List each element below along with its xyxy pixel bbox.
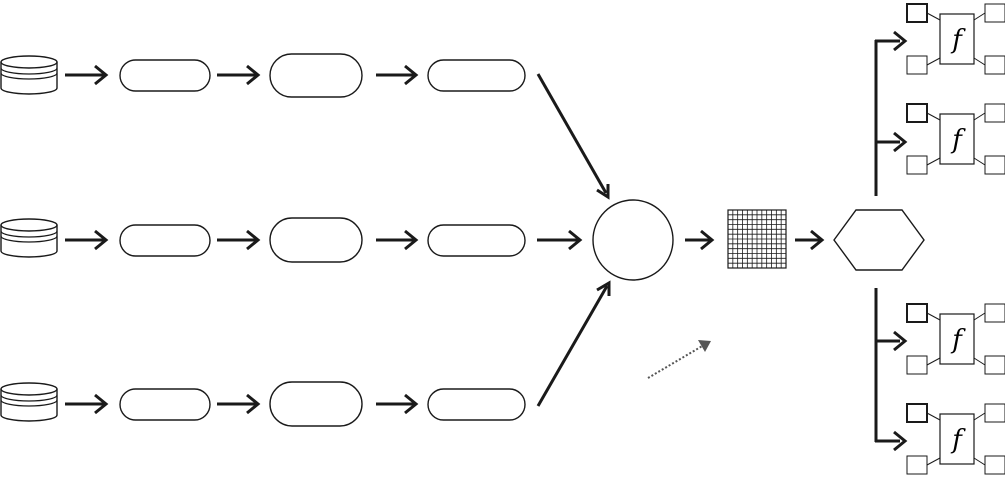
- arrow-top-to-merge: [538, 74, 608, 197]
- pipeline-row-middle: [1, 218, 580, 262]
- branch-trunk-top: [875, 32, 905, 196]
- database-icon: [1, 56, 57, 94]
- stage1-box: [120, 225, 210, 256]
- arrow-matrix-to-hub: [795, 231, 822, 249]
- arrow-stage1-to-stage2: [217, 231, 258, 249]
- hub-hexagon: [834, 210, 924, 270]
- pipeline-row-top: [1, 54, 525, 97]
- input-port: [907, 56, 927, 74]
- arrow-stage2-to-stage3: [376, 66, 416, 84]
- output-port: [985, 456, 1005, 474]
- arrow-stage2-to-stage3: [376, 231, 416, 249]
- dotted-arrow: [648, 340, 711, 378]
- input-port: [907, 156, 927, 174]
- output-port: [985, 4, 1005, 22]
- arrow-bottom-to-merge: [538, 283, 609, 406]
- arrow-stage1-to-stage2: [217, 395, 258, 413]
- input-port-active: [907, 304, 927, 322]
- stage1-box: [120, 389, 210, 420]
- function-block: f: [907, 4, 1005, 74]
- stage2-box: [270, 218, 362, 262]
- arrow-stage2-to-stage3: [376, 395, 416, 413]
- input-port-active: [907, 404, 927, 422]
- stage3-box: [428, 225, 525, 256]
- stage1-box: [120, 60, 210, 91]
- input-port: [907, 356, 927, 374]
- function-block: f: [907, 404, 1005, 474]
- output-port: [985, 56, 1005, 74]
- stage3-box: [428, 389, 525, 420]
- matrix-grid: [728, 210, 786, 268]
- pipeline-row-bottom: [1, 382, 525, 426]
- input-port-active: [907, 4, 927, 22]
- merge-circle: [593, 200, 673, 280]
- arrow-merge-to-matrix: [685, 231, 712, 249]
- arrow-source-to-stage1: [65, 395, 106, 413]
- stage2-box: [270, 54, 362, 97]
- output-port: [985, 404, 1005, 422]
- stage3-box: [428, 60, 525, 91]
- function-block: f: [907, 104, 1005, 174]
- output-port: [985, 356, 1005, 374]
- input-port: [907, 456, 927, 474]
- arrow-stage3-to-merge: [537, 231, 580, 249]
- output-port: [985, 104, 1005, 122]
- input-port-active: [907, 104, 927, 122]
- function-block: f: [907, 304, 1005, 374]
- stage2-box: [270, 382, 362, 426]
- database-icon: [1, 219, 57, 257]
- arrow-source-to-stage1: [65, 66, 106, 84]
- output-port: [985, 304, 1005, 322]
- arrow-stage1-to-stage2: [217, 66, 258, 84]
- output-port: [985, 156, 1005, 174]
- branch-trunk-bottom: [875, 288, 905, 450]
- database-icon: [1, 383, 57, 421]
- arrow-source-to-stage1: [65, 231, 106, 249]
